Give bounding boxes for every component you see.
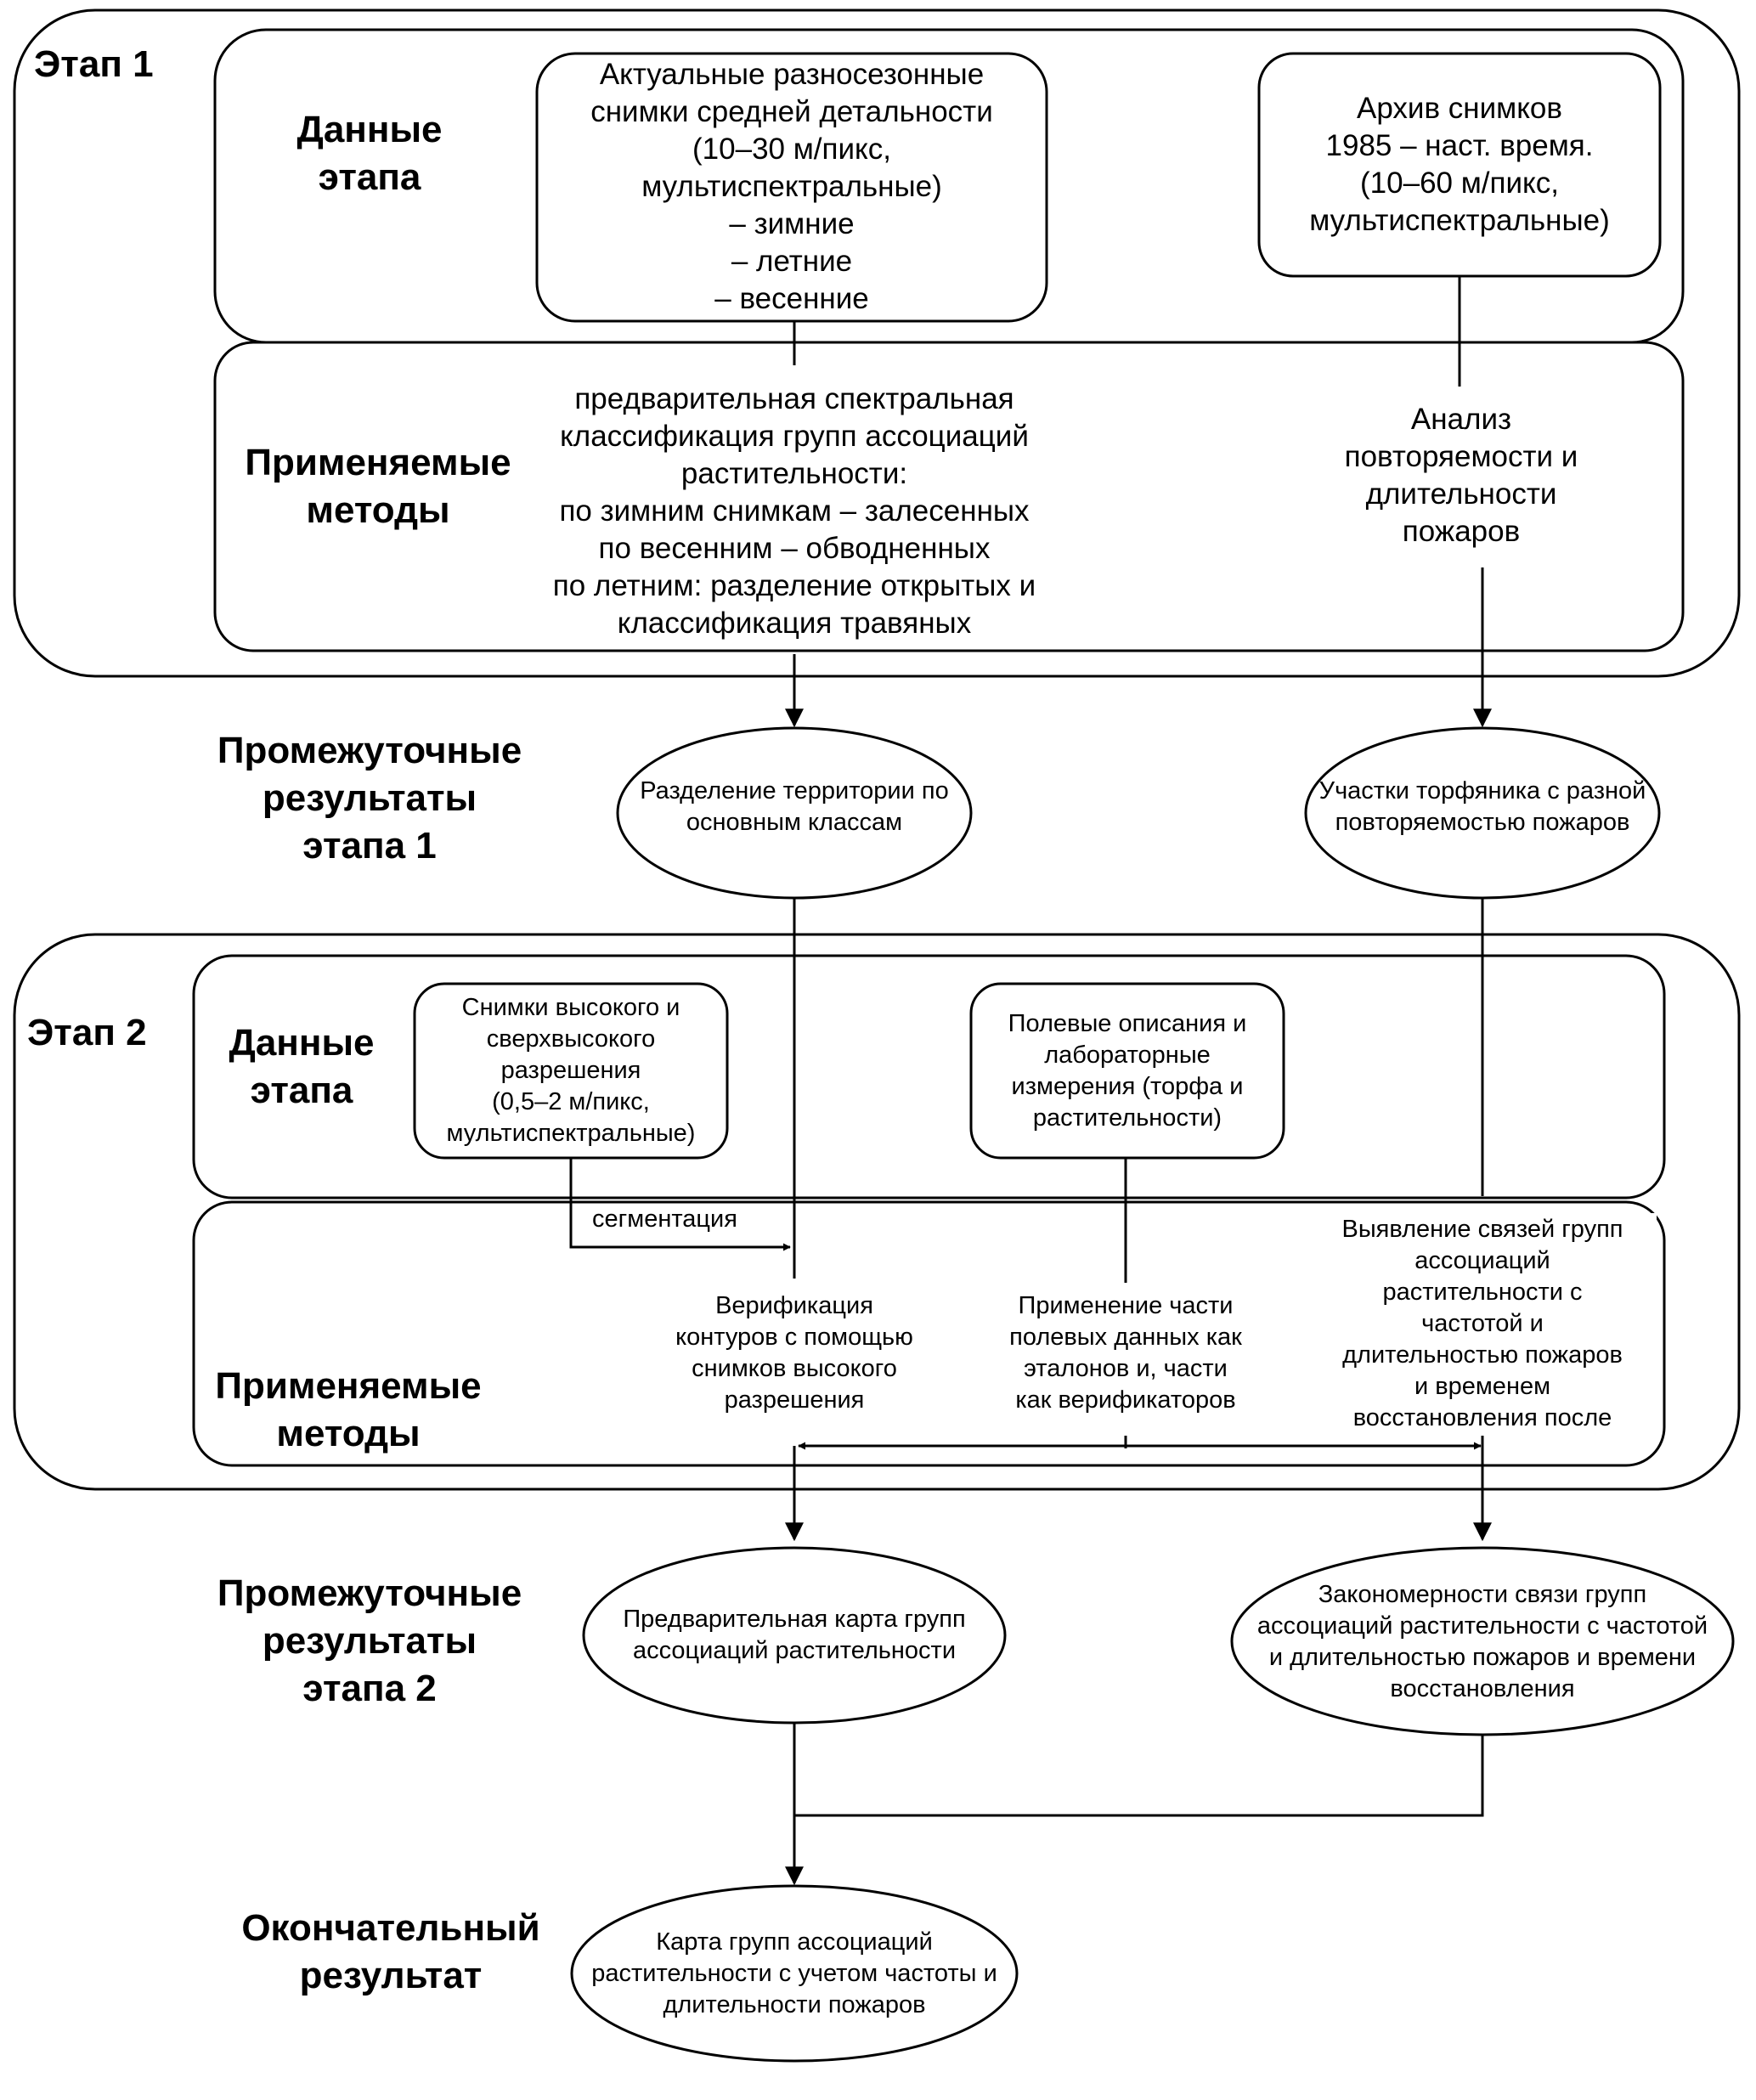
- stage2-method-left-text: Верификация контуров с помощью снимков в…: [675, 1292, 913, 1414]
- interim2-right-text: Закономерности связи групп ассоциаций ра…: [1256, 1580, 1708, 1702]
- stage1-frame: [13, 8, 1741, 678]
- stage1-data-box-right-text: Архив снимков 1985 – наст. время. (10–60…: [1309, 92, 1610, 237]
- stage2-data-box-mid-text: Полевые описания и лабораторные измерени…: [1008, 1009, 1247, 1132]
- stage2-method-right-text: Выявление связей групп ассоциаций растит…: [1308, 1213, 1657, 1434]
- stage2-title: Этап 2: [27, 1012, 147, 1053]
- stage2-methods-panel: [192, 1200, 1666, 1467]
- stage2-method-mid-text: Применение части полевых данных как этал…: [1009, 1292, 1242, 1414]
- stage2-data-panel: [192, 954, 1666, 1200]
- stage1-title: Этап 1: [34, 43, 154, 85]
- stage1-methods-panel: [213, 341, 1685, 652]
- stage1-method-left-text: предварительная спектральная классификац…: [552, 382, 1036, 640]
- arrow-segmentation: [569, 1158, 791, 1251]
- stage1-data-box-left: [535, 52, 1048, 323]
- final-ellipse: [570, 1884, 1019, 2063]
- final-ellipse-text: Карта групп ассоциаций растительности с …: [591, 1928, 997, 2018]
- segmentation-label: сегментация: [592, 1205, 737, 1233]
- stage2-data-box-left-text: Снимки высокого и сверхвысокого разрешен…: [446, 994, 696, 1147]
- stage2-frame: [13, 933, 1741, 1491]
- stage1-data-box-left-text: Актуальные разносезонные снимки средней …: [590, 58, 993, 315]
- stage2-data-box-mid: [969, 982, 1285, 1160]
- stage1-method-right-text: Анализ повторяемости и длительности пожа…: [1344, 403, 1578, 548]
